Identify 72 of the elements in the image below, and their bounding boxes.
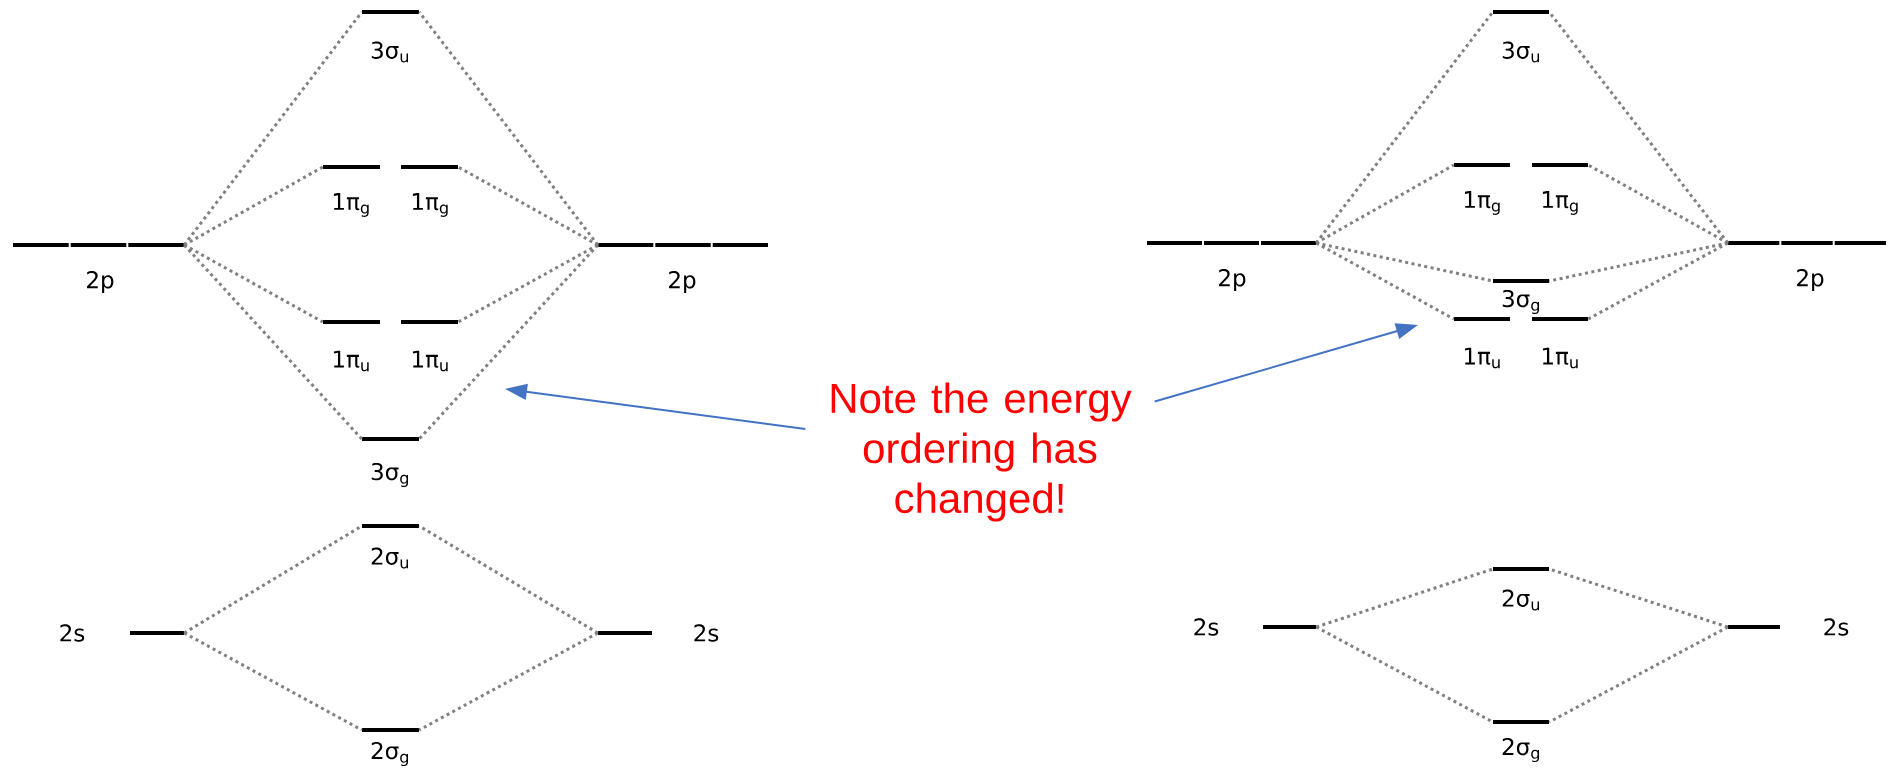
node-label: 3σ$_{g}$ [371, 462, 409, 488]
energy-level: 1π$_{g}$ [1454, 163, 1510, 215]
connector-line [457, 243, 599, 324]
energy-level: 1π$_{g}$ [323, 165, 380, 217]
energy-level: 2p [1728, 241, 1886, 291]
node-label: 1π$_{u}$ [333, 350, 369, 372]
connector-line [1548, 241, 1729, 283]
node-label: 1π$_{u}$ [1464, 347, 1500, 369]
connector-line [1315, 11, 1494, 244]
energy-level: 2p [1147, 241, 1316, 291]
energy-level: 2s [60, 624, 184, 642]
connector-line [418, 631, 599, 732]
connector-line [1315, 241, 1494, 283]
node-label: 2s [1194, 618, 1219, 636]
node-label: 2σ$_{g}$ [1502, 737, 1540, 763]
connector-line [183, 165, 324, 247]
energy-level: 3σ$_{g}$ [1493, 279, 1549, 315]
connector-line [183, 243, 324, 324]
node-label: 1π$_{u}$ [1542, 347, 1578, 369]
energy-level: 2σ$_{g}$ [1493, 720, 1549, 763]
connector-line [183, 244, 363, 440]
node-label: 1π$_{g}$ [412, 193, 448, 217]
energy-level: 1π$_{u}$ [1454, 317, 1510, 369]
connector-line [1315, 241, 1455, 321]
energy-level: 2s [598, 624, 719, 642]
energy-level: 2σ$_{u}$ [1493, 567, 1549, 611]
connector-line [183, 631, 363, 732]
node-label: 3σ$_{u}$ [1502, 41, 1540, 63]
connector-line [418, 244, 599, 440]
connector-line [1587, 163, 1729, 245]
energy-level: 2σ$_{g}$ [362, 728, 419, 767]
energy-level: 1π$_{g}$ [401, 165, 458, 217]
node-label: 2σ$_{u}$ [1502, 589, 1540, 611]
energy-level: 2p [598, 243, 768, 293]
energy-level: 1π$_{u}$ [1532, 317, 1588, 369]
node-label: 2s [60, 624, 85, 642]
node-label: 1π$_{g}$ [1464, 191, 1500, 215]
connector-line [1315, 163, 1455, 245]
node-label: 2p [1797, 269, 1824, 291]
connector-line [183, 11, 363, 246]
node-label: 2p [1219, 269, 1246, 291]
node-label: 1π$_{g}$ [333, 193, 369, 217]
connector-line [1587, 241, 1729, 321]
connector-line [457, 165, 599, 247]
connector-line [1315, 567, 1494, 629]
connector-line [1548, 11, 1729, 244]
energy-level: 2p [13, 243, 184, 293]
connector-line [418, 11, 599, 246]
node-label: 1π$_{u}$ [412, 350, 448, 372]
energy-level: 2σ$_{u}$ [362, 524, 419, 569]
node-label: 3σ$_{g}$ [1502, 289, 1540, 315]
energy-level: 3σ$_{u}$ [362, 10, 419, 63]
node-label: 2σ$_{g}$ [371, 741, 409, 767]
connector-line [1315, 625, 1494, 724]
node-label: 2p [669, 271, 696, 293]
energy-level: 1π$_{u}$ [401, 320, 458, 372]
node-label: 2σ$_{u}$ [371, 547, 409, 569]
note-text: Note the energy ordering has changed! [831, 382, 1132, 522]
energy-level: 3σ$_{u}$ [1493, 10, 1549, 63]
energy-level: 2s [1194, 618, 1316, 636]
energy-level: 2s [1728, 618, 1849, 636]
node-label: 3σ$_{u}$ [371, 41, 409, 63]
energy-level: 1π$_{u}$ [323, 320, 380, 372]
node-label: 2p [87, 271, 114, 293]
energy-level: 3σ$_{g}$ [362, 437, 419, 488]
connector-line [418, 524, 599, 635]
connector-line [183, 524, 363, 635]
node-label: 1π$_{g}$ [1542, 191, 1578, 215]
connector-line [1548, 625, 1729, 724]
energy-level: 1π$_{g}$ [1532, 163, 1588, 215]
node-label: 2s [1824, 618, 1849, 636]
node-label: 2s [694, 624, 719, 642]
